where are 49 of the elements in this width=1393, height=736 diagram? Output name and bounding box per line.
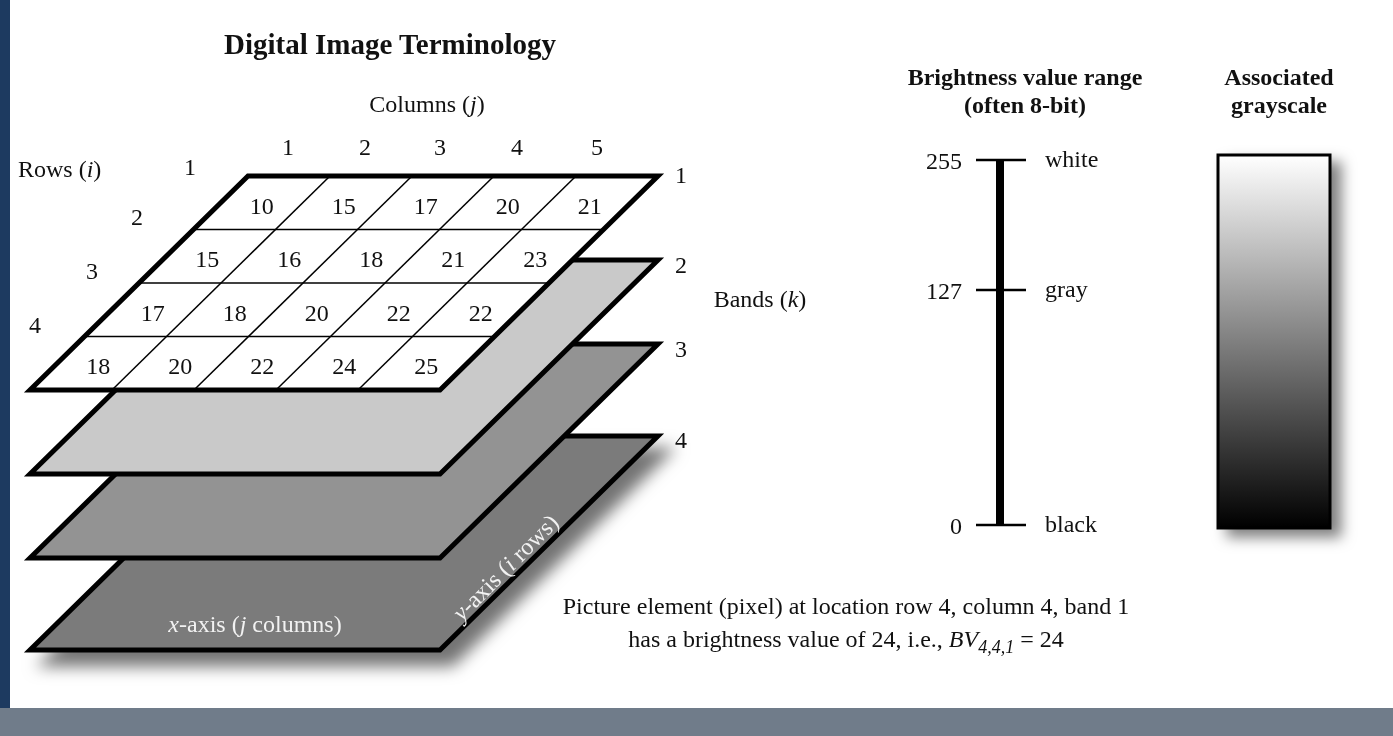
- column-number: 2: [359, 134, 371, 162]
- pixel-value: 15: [331, 192, 356, 221]
- pixel-value: 17: [413, 192, 438, 221]
- pixel-value: 20: [495, 192, 520, 221]
- pixel-value: 20: [168, 353, 193, 382]
- band-number: 3: [675, 336, 687, 364]
- pixel-value: 18: [359, 246, 384, 275]
- pixel-value: 21: [577, 192, 602, 221]
- scale-value: 0: [950, 513, 962, 541]
- pixel-value: 24: [332, 353, 357, 382]
- caption-text: has a brightness value of 24, i.e., BV$_{4,4,1}$ = 24: [628, 626, 1064, 658]
- column-heading: Associated grayscale: [1223, 64, 1335, 120]
- axis-title: Rows (i): [18, 156, 102, 184]
- scale-value: 127: [926, 278, 962, 306]
- row-number: 2: [131, 204, 143, 232]
- pixel-value: 18: [222, 299, 247, 328]
- scale-label: black: [1045, 511, 1097, 539]
- pixel-value: 16: [277, 246, 302, 275]
- scale-label: white: [1045, 146, 1099, 174]
- row-number: 4: [29, 312, 41, 340]
- column-number: 1: [282, 134, 294, 162]
- diagram-title: Digital Image Terminology: [224, 28, 556, 62]
- pixel-value: 15: [195, 246, 220, 275]
- column-number: 3: [434, 134, 446, 162]
- pixel-value: 21: [441, 246, 466, 275]
- axis-label: x-axis (j columns): [168, 611, 342, 639]
- scale-label: gray: [1045, 276, 1088, 304]
- pixel-value: 22: [468, 299, 493, 328]
- band-number: 4: [675, 427, 687, 455]
- column-heading: Brightness value range (often 8-bit): [906, 64, 1144, 120]
- band-number: 2: [675, 252, 687, 280]
- scale-value: 255: [926, 148, 962, 176]
- axis-title: Bands (k): [713, 286, 807, 314]
- caption-text: Picture element (pixel) at location row 4, column 4, band 1: [562, 593, 1130, 621]
- grayscale-gradient-bar: [1216, 153, 1332, 530]
- pixel-value: 10: [249, 192, 274, 221]
- column-number: 4: [511, 134, 523, 162]
- pixel-value: 25: [414, 353, 439, 382]
- pixel-value: 23: [523, 246, 548, 275]
- axis-title: Columns (j): [369, 91, 485, 119]
- row-number: 3: [86, 258, 98, 286]
- pixel-value: 18: [86, 353, 111, 382]
- row-number: 1: [184, 154, 196, 182]
- band-number: 1: [675, 162, 687, 190]
- pixel-value: 20: [304, 299, 329, 328]
- column-number: 5: [591, 134, 603, 162]
- pixel-value: 22: [386, 299, 411, 328]
- pixel-value: 22: [250, 353, 275, 382]
- pixel-value: 17: [140, 299, 165, 328]
